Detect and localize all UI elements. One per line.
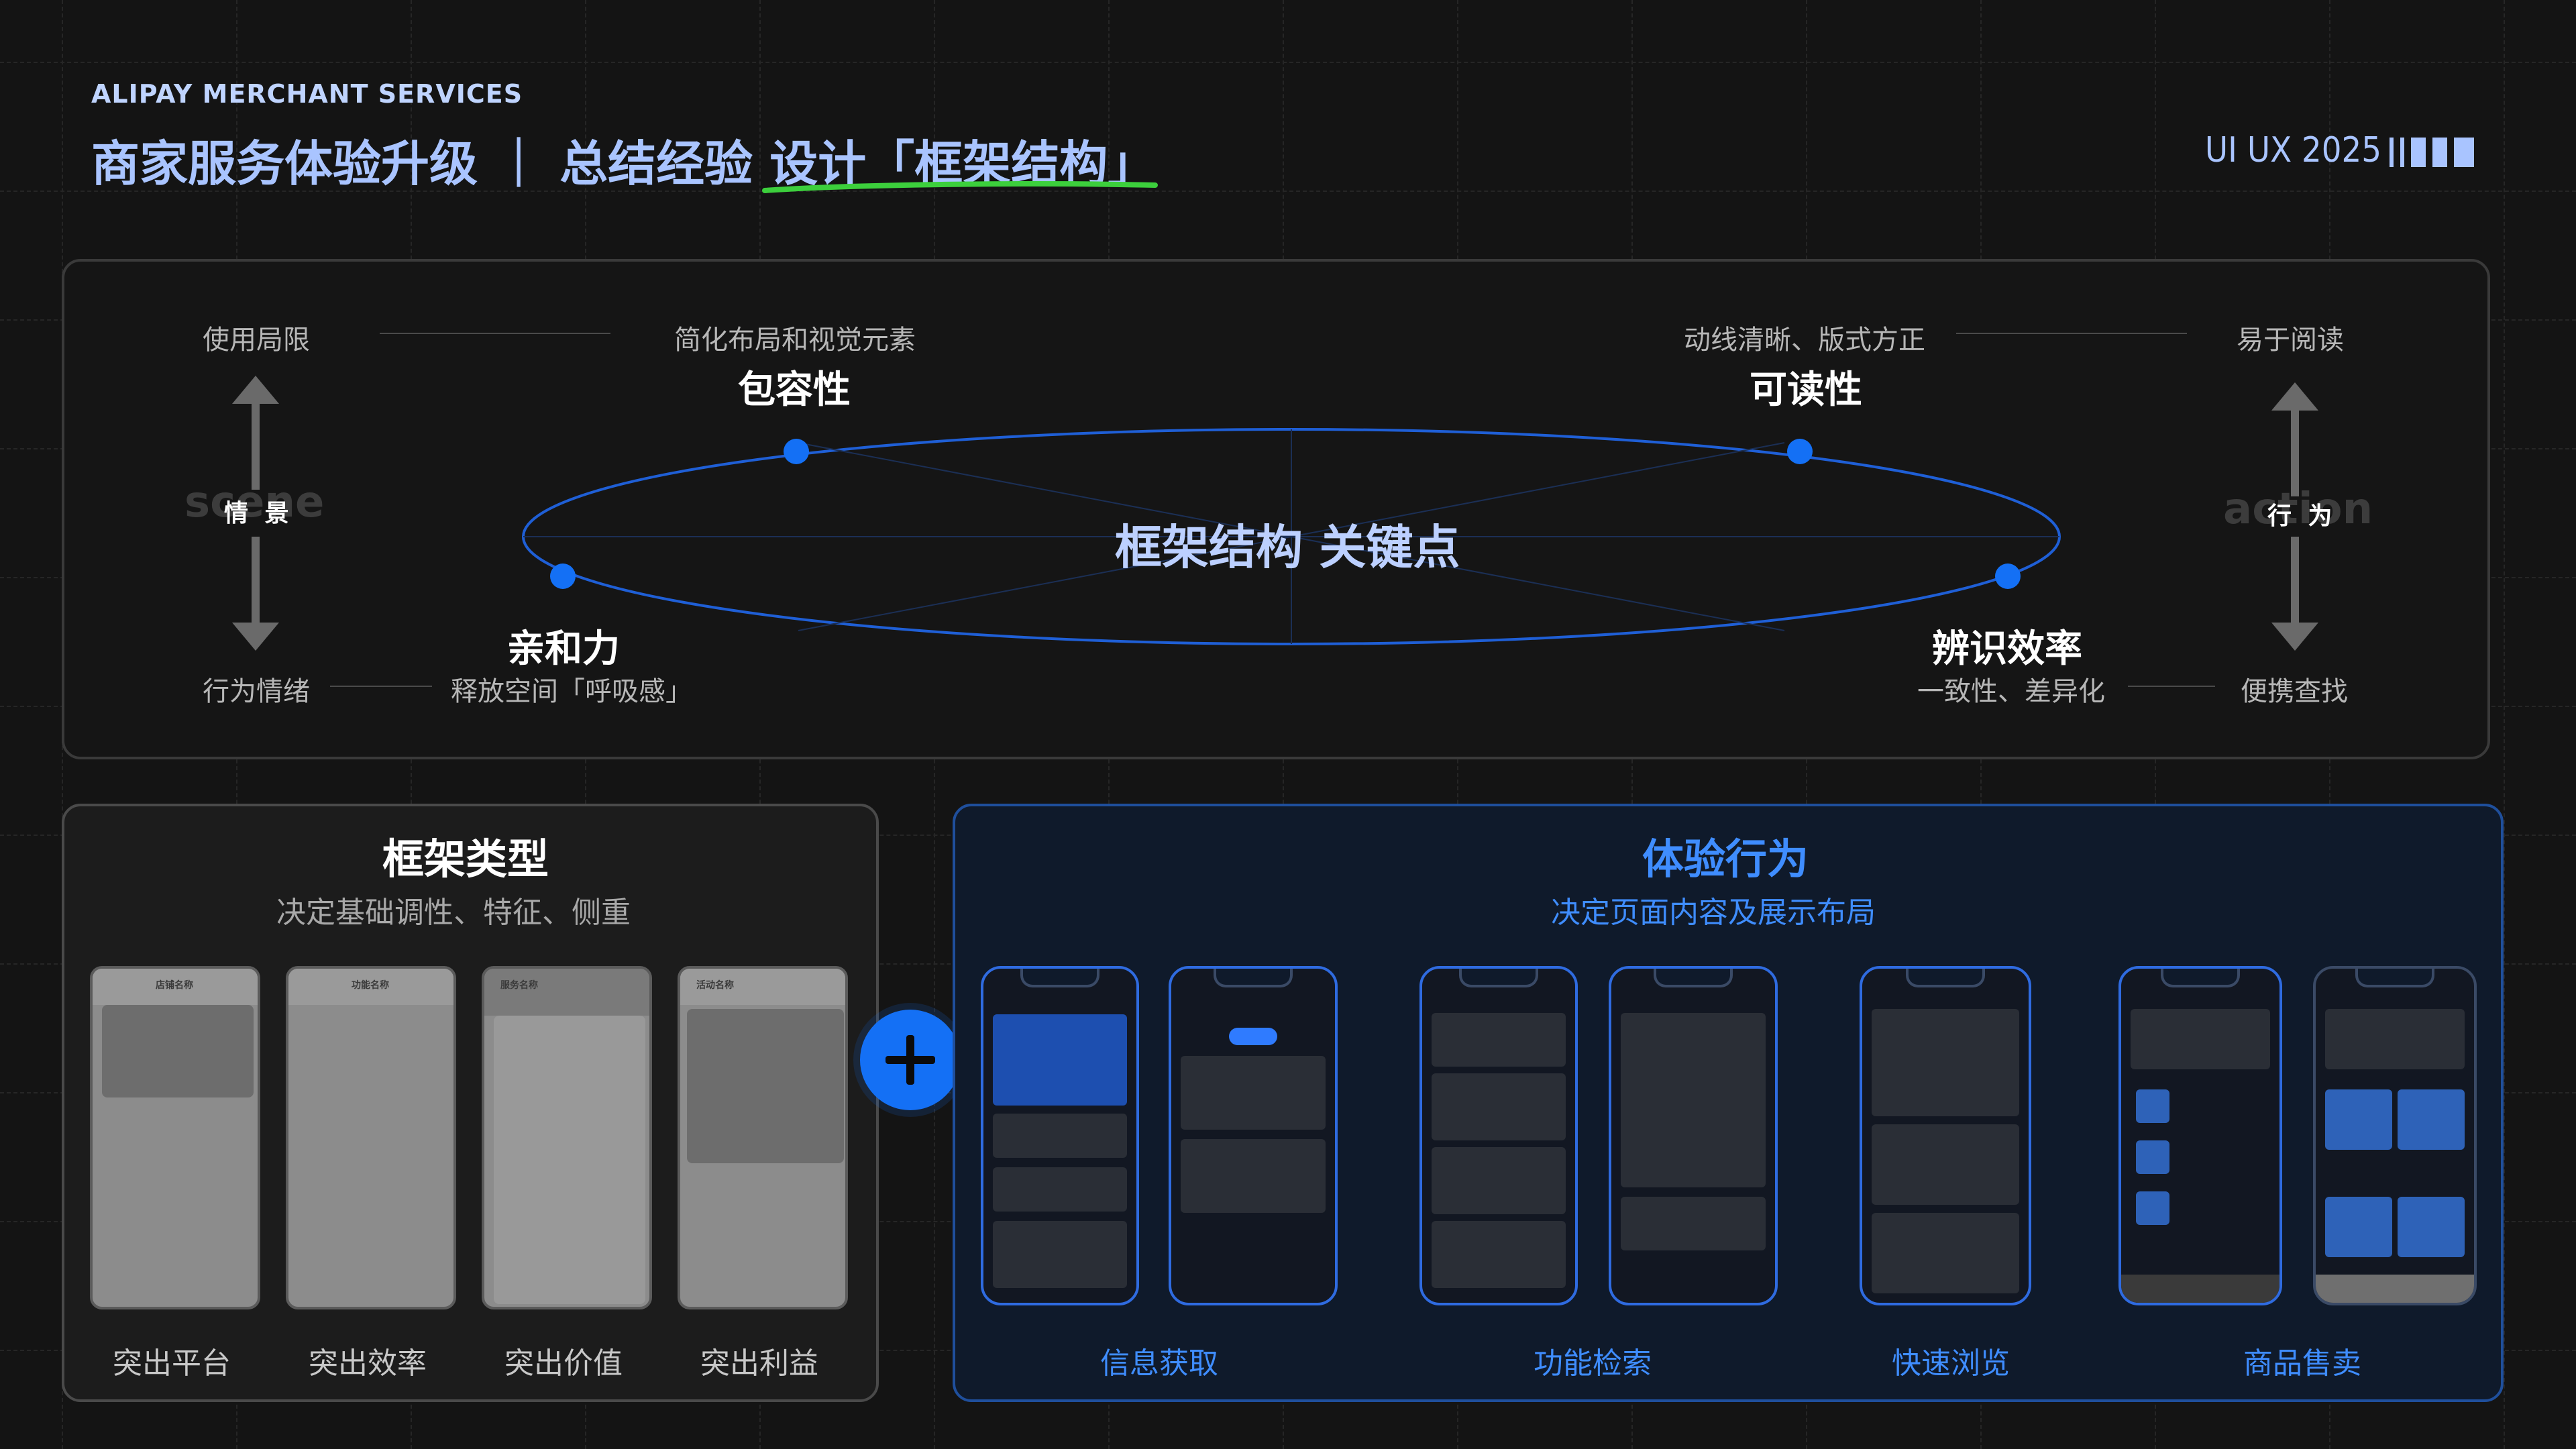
connector-line [1956,333,2187,334]
connector-line [2128,686,2215,687]
framework-types-title: 框架类型 [382,835,549,883]
framework-screen-name: 服务名称 [500,980,538,991]
point-desc-recognition: 一致性、差异化 [1917,676,2105,707]
behavior-phone-browse [1860,966,2031,1305]
framework-type-label: 突出价值 [504,1346,623,1381]
framework-screen-name: 功能名称 [352,980,389,991]
behavior-phone-info [981,966,1139,1305]
right-axis-double-arrow-icon [2271,382,2318,651]
behavior-label: 商品售卖 [2243,1346,2361,1381]
plus-icon [860,1010,961,1110]
connector-line [380,333,610,334]
barcode-icon [2390,138,2474,167]
right-axis-label: 行 为 [2267,502,2337,530]
behavior-label: 快速浏览 [1892,1346,2010,1381]
right-axis-top-label: 易于阅读 [2237,325,2344,356]
point-title-inclusive: 包容性 [738,368,851,412]
behavior-phone-sales-2 [2313,966,2477,1305]
behavior-phone-info-2 [1169,966,1338,1305]
left-axis-top-label: 使用局限 [203,325,310,356]
point-title-readability: 可读性 [1750,368,1862,412]
key-points-panel [62,259,2490,759]
framework-phone-efficiency: 功能名称 [286,966,456,1309]
point-dot-inclusive [784,439,809,464]
framework-phone-platform: 店铺名称 [90,966,260,1309]
framework-type-label: 突出平台 [113,1346,231,1381]
point-title-affinity: 亲和力 [507,627,620,671]
point-desc-affinity: 释放空间「呼吸感」 [451,676,692,707]
behavior-label: 功能检索 [1534,1346,1652,1381]
framework-type-label: 突出效率 [309,1346,427,1381]
framework-screen-name: 活动名称 [696,980,734,991]
point-desc-inclusive: 简化布局和视觉元素 [674,325,916,356]
point-desc-readability: 动线清晰、版式方正 [1684,325,1925,356]
behavior-label: 信息获取 [1100,1346,1218,1381]
framework-screen-name: 店铺名称 [156,980,193,991]
behavior-phone-search-2 [1609,966,1778,1305]
framework-phone-benefit: 活动名称 [678,966,848,1309]
experience-behaviors-subtitle: 决定页面内容及展示布局 [1551,896,1876,930]
key-points-ellipse [522,428,2061,645]
key-points-center-label: 框架结构 关键点 [1115,520,1460,575]
point-title-recognition: 辨识效率 [1932,627,2082,671]
framework-phone-value: 服务名称 [482,966,652,1309]
right-axis-bottom-label: 便携查找 [2241,676,2348,707]
point-dot-affinity [550,564,576,589]
experience-behaviors-title: 体验行为 [1642,835,1809,883]
brand-label: ALIPAY MERCHANT SERVICES [91,79,523,109]
framework-type-label: 突出利益 [700,1346,818,1381]
left-axis-label: 情 景 [224,500,293,527]
point-dot-readability [1787,439,1813,464]
title-highlight-stroke [762,181,1158,193]
left-axis-double-arrow-icon [232,376,279,651]
framework-types-subtitle: 决定基础调性、特征、侧重 [276,896,631,930]
connector-line [330,686,432,687]
behavior-phone-sales [2118,966,2282,1305]
left-axis-bottom-label: 行为情绪 [203,676,310,707]
event-tag: UI UX 2025 [2204,130,2381,170]
point-dot-recognition [1995,564,2021,589]
behavior-phone-search [1419,966,1578,1305]
